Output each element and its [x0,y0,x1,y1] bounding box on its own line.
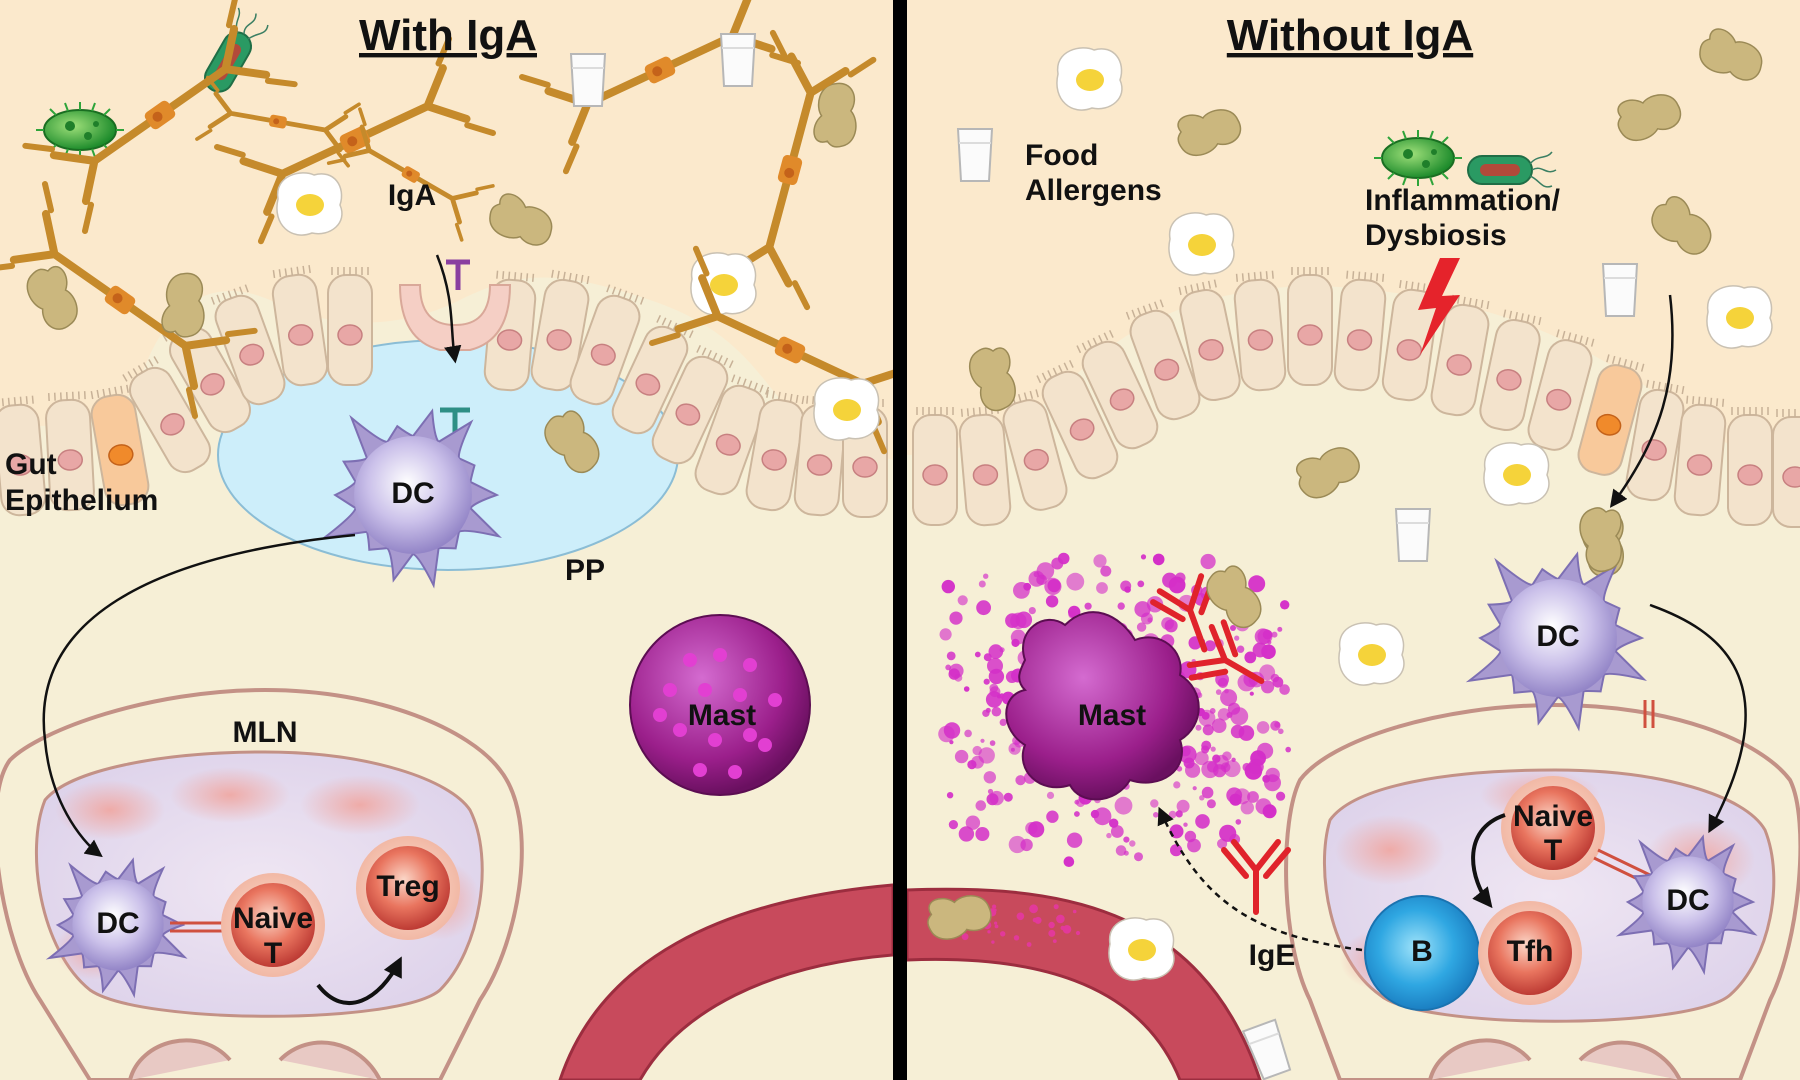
naive-t-left [221,873,325,977]
epithelial-cell [45,391,95,512]
mast-cell-left [629,614,811,796]
epithelial-cell [958,405,1012,527]
mast-label-left: Mast [688,699,756,732]
milk-icon [1395,508,1431,562]
egg-icon [1108,917,1175,981]
left-panel: With IgA IgA Gut Epithelium DC PP MLN Ma… [0,0,928,1080]
dc-upper-right-label: DC [1536,620,1579,653]
egg-icon [813,377,880,441]
egg-icon [1706,285,1773,349]
dc-upper-right [1465,551,1647,732]
dc-mln-right [1615,834,1758,976]
epithelial-cell [569,284,645,406]
egg-icon [1168,212,1235,276]
epithelial-cell [1772,409,1800,528]
b-cell-label: B [1411,935,1433,968]
dc-mln-right-label: DC [1666,884,1709,917]
milk-icon [720,33,756,87]
naive-t-right-label-1: Naive [1513,800,1593,833]
milk-icon [1602,263,1638,317]
epithelial-cell [745,389,805,512]
epithelial-cell [1178,279,1241,402]
epithelial-cell [1577,354,1645,476]
inflammation-label-1: Inflammation/ [1365,184,1561,217]
epithelial-cell [1333,270,1387,392]
epithelial-cell [1527,329,1595,451]
egg-icon [1483,442,1550,506]
treg [356,836,460,940]
iga-label: IgA [388,179,436,212]
dc-pp-label: DC [391,477,434,510]
epithelial-cell [271,265,329,387]
dc-pp [320,408,502,589]
gut-epithelium-label-2: Epithelium [5,484,158,517]
epithelial-cell [1727,407,1773,526]
pp-label: PP [565,554,605,587]
inflammation-label-2: Dysbiosis [1365,219,1507,252]
epithelial-cell [694,374,770,496]
epithelial-cell [1625,379,1685,502]
naive-t-right [1501,776,1605,880]
epithelial-cell [1381,280,1439,402]
m-cell [398,284,512,351]
gut-epithelium-right [912,267,1800,528]
tfh-label: Tfh [1507,935,1554,968]
naive-t-left-label-1: Naive [233,902,313,935]
dc-mln-left [45,857,188,999]
epithelial-cell [1430,294,1490,417]
dc-mln-left-label: DC [96,907,139,940]
tfh-cell [1478,901,1582,1005]
lightning-icon [1418,258,1460,355]
egg-icon [1056,47,1123,111]
blood-vessel-left [558,883,895,1080]
epithelial-cell [1233,270,1287,392]
right-title: Without IgA [1227,11,1473,60]
mast-cell-right [938,552,1291,867]
milk-icon [957,128,993,182]
epithelial-cell [1125,299,1201,421]
epithelial-cell [327,267,373,386]
epithelial-cell [1673,395,1727,517]
epithelial-cell [0,395,47,517]
epithelial-cell [210,284,286,406]
left-title: With IgA [359,11,537,60]
epithelial-cell [912,407,958,526]
epithelial-cell [1287,267,1333,386]
milk-icon [570,53,606,107]
treg-label: Treg [376,870,439,903]
right-panel: Without IgA Food Allergens Inflammation/… [905,0,1800,1080]
epithelial-cell [1076,329,1159,450]
epithelial-cell [611,314,694,435]
epithelial-cell [1036,359,1119,480]
epithelial-cell [651,344,734,465]
naive-t-left-label-2: T [264,937,282,970]
egg-icon [1338,622,1405,686]
epithelial-cell [1479,309,1542,432]
gut-epithelium-label-1: Gut [5,448,57,481]
naive-t-right-label-2: T [1544,834,1562,867]
epithelial-cell [530,269,590,392]
food-allergens-label-1: Food [1025,139,1098,172]
ige-label: IgE [1249,939,1296,972]
egg-icon [276,172,343,236]
mln-label: MLN [233,716,298,749]
mast-label-right: Mast [1078,699,1146,732]
epithelial-cell [90,384,150,507]
epithelial-cell [1000,389,1068,511]
epithelial-cell [122,356,211,474]
food-allergens-label-2: Allergens [1025,174,1162,207]
panel-divider [893,0,907,1080]
